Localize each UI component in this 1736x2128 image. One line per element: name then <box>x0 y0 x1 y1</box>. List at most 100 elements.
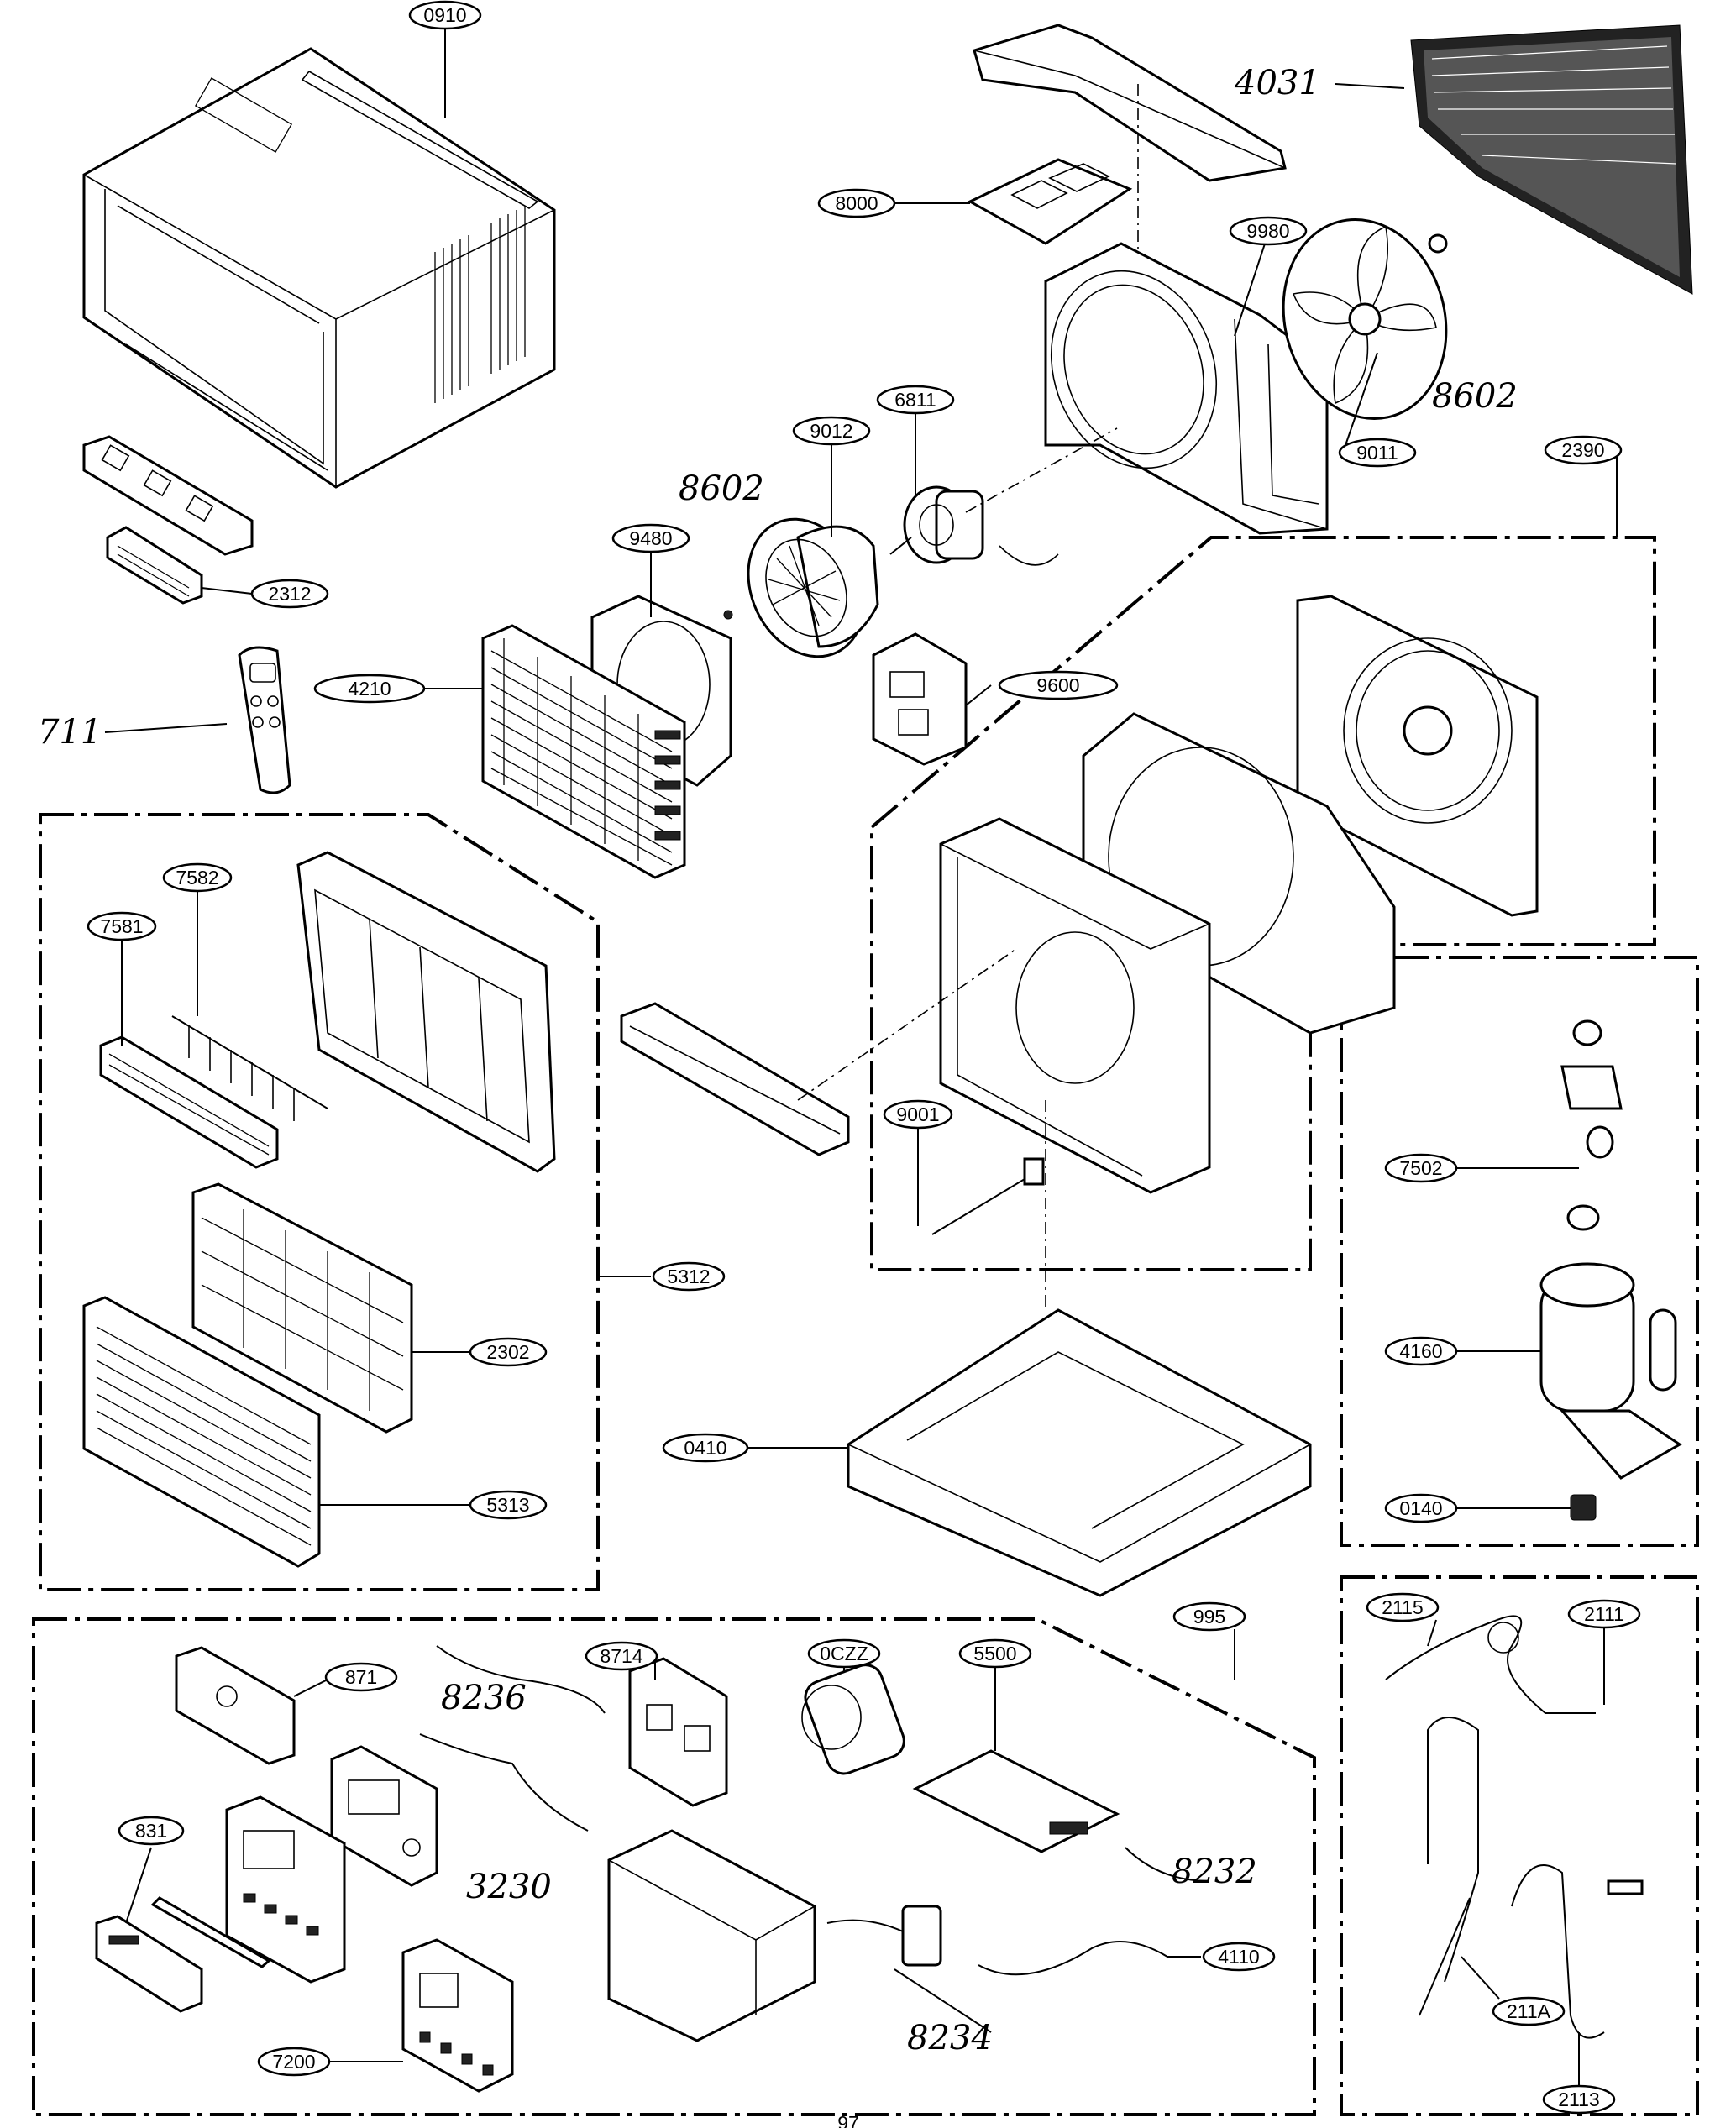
fan-shroud-group-boundary <box>870 536 1656 1271</box>
callout-label: 995 <box>1193 1606 1225 1627</box>
callout-211A: 211A <box>1492 1996 1566 2026</box>
callout-9012: 9012 <box>792 416 871 446</box>
motor-mount-part <box>872 632 968 766</box>
callout-label: 2113 <box>1558 2089 1599 2110</box>
control-electronics-group-boundary <box>32 1617 1316 2116</box>
callout-0140: 0140 <box>1384 1493 1458 1523</box>
overload-cover-part <box>1560 1019 1623 1231</box>
callout-4110: 4110 <box>1202 1942 1276 1972</box>
handwritten-8602-mid: 8602 <box>679 469 764 508</box>
handwritten-8236: 8236 <box>441 1679 527 1717</box>
control-box-part <box>607 1829 816 2042</box>
callout-4210: 4210 <box>313 674 426 704</box>
condenser-coil-part <box>1335 24 1693 295</box>
callout-7582: 7582 <box>162 862 233 893</box>
callout-6811: 6811 <box>876 385 955 415</box>
callout-label: 8714 <box>600 1645 642 1667</box>
callout-label: 4160 <box>1399 1340 1442 1362</box>
handwritten-8602-top: 8602 <box>1432 377 1518 416</box>
blower-wheel-part <box>723 517 879 658</box>
leader-lines <box>121 25 1618 2087</box>
capillary-tube-part <box>1419 1717 1479 2016</box>
callout-2111: 2111 <box>1567 1599 1641 1629</box>
callout-0CZZ: 0CZZ <box>807 1638 881 1669</box>
callout-9480: 9480 <box>611 523 690 553</box>
wire-harness-part <box>419 1645 1210 1976</box>
callout-7502: 7502 <box>1384 1153 1458 1183</box>
callout-9600: 9600 <box>998 670 1119 700</box>
callout-0910: 0910 <box>408 0 482 30</box>
callout-5313: 5313 <box>469 1490 548 1520</box>
callout-7200: 7200 <box>257 2047 331 2077</box>
handwritten-8232: 8232 <box>1172 1853 1257 1891</box>
callout-831: 831 <box>118 1816 185 1846</box>
callout-label: 5312 <box>667 1266 710 1287</box>
capacitor-small-part <box>826 1905 942 1967</box>
remote-control-part <box>104 646 291 794</box>
callout-label: 0910 <box>423 4 466 26</box>
front-grille-group-boundary <box>39 813 600 1591</box>
callout-label: 9001 <box>896 1103 939 1125</box>
refrigerant-piping-group-boundary <box>1340 1575 1699 2116</box>
air-filter-part <box>191 1182 413 1434</box>
control-cover-part <box>401 1938 514 2093</box>
front-panel-part <box>296 851 556 1173</box>
callout-9011: 9011 <box>1338 438 1417 468</box>
callout-2115: 2115 <box>1366 1592 1440 1622</box>
callout-995: 995 <box>1172 1601 1246 1632</box>
callout-2312: 2312 <box>250 579 329 609</box>
display-pcb-part <box>175 1646 438 1887</box>
callout-label: 0CZZ <box>820 1643 868 1664</box>
compressor-part <box>1539 1262 1682 1480</box>
callout-4160: 4160 <box>1384 1336 1458 1366</box>
callout-2113: 2113 <box>1542 2084 1616 2115</box>
callout-label: 7582 <box>176 867 218 888</box>
air-guide-part <box>973 24 1287 252</box>
callout-label: 2312 <box>268 583 311 605</box>
callout-label: 7581 <box>100 915 143 937</box>
handwritten-3230: 3230 <box>466 1868 552 1906</box>
inlet-grille-part <box>82 1296 321 1568</box>
callout-5312: 5312 <box>652 1261 726 1292</box>
callout-label: 7502 <box>1399 1157 1442 1179</box>
callout-label: 831 <box>135 1820 167 1842</box>
cabinet-part <box>82 47 556 489</box>
nameplate-part <box>95 1896 271 2013</box>
suction-pipe-part <box>1511 1864 1644 2039</box>
base-shroud-part <box>939 595 1539 1194</box>
orifice-shroud-part <box>1044 242 1329 535</box>
callout-label: 5313 <box>486 1494 529 1516</box>
callout-label: 8000 <box>835 192 878 214</box>
thermistor-part <box>931 1157 1045 1235</box>
callout-9001: 9001 <box>883 1099 953 1130</box>
callout-label: 9012 <box>810 420 852 442</box>
callout-label: 7200 <box>272 2051 315 2073</box>
callout-0410: 0410 <box>662 1433 749 1463</box>
vane-part <box>171 1015 328 1121</box>
base-pan-part <box>847 1100 1312 1597</box>
callout-label: 2115 <box>1382 1596 1423 1618</box>
callout-label: 2302 <box>486 1341 529 1363</box>
discharge-pipe-part <box>1385 1615 1596 1714</box>
control-bracket-part <box>912 1749 1120 1853</box>
compressor-group-boundary <box>1340 956 1699 1547</box>
callout-7581: 7581 <box>87 911 157 941</box>
callout-label: 4110 <box>1218 1946 1259 1968</box>
drain-channel-part <box>620 948 1017 1156</box>
callout-8000: 8000 <box>817 188 896 218</box>
outdoor-fan-part <box>1282 218 1448 420</box>
callout-label: 9600 <box>1036 674 1079 696</box>
evaporator-coil-part <box>481 624 686 879</box>
callout-8714: 8714 <box>585 1641 658 1671</box>
callout-871: 871 <box>324 1662 398 1692</box>
callout-label: 5500 <box>973 1643 1016 1664</box>
callout-label: 9480 <box>629 527 672 549</box>
handwritten-4031: 4031 <box>1234 64 1320 102</box>
callout-2390: 2390 <box>1544 435 1623 465</box>
handwritten-711: 711 <box>38 713 102 752</box>
callout-2302: 2302 <box>469 1337 548 1367</box>
main-pcb-part <box>628 1657 728 1807</box>
callout-label: 0410 <box>684 1437 726 1459</box>
handwritten-8234: 8234 <box>907 2019 993 2057</box>
